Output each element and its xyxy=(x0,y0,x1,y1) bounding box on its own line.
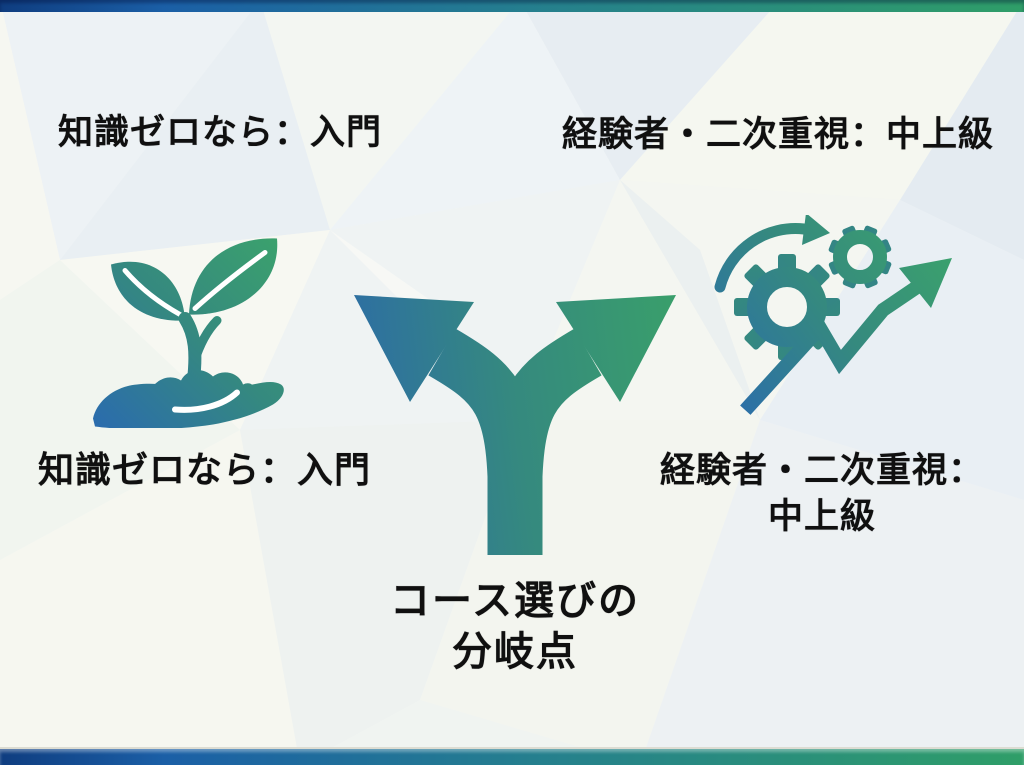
top-left-course-label: 知識ゼロなら：入門 xyxy=(58,113,383,153)
right-course-label-line1: 経験者・二次重視： xyxy=(659,451,984,491)
seedling-in-hand-icon xyxy=(85,222,290,428)
right-course-label: 経験者・二次重視： 中上級 xyxy=(642,448,1002,540)
top-right-course-label: 経験者・二次重視：中上級 xyxy=(562,115,995,155)
slide-title-line1: コース選びの xyxy=(390,578,640,624)
fork-branch-arrow-icon xyxy=(312,272,712,557)
top-accent-bar xyxy=(0,0,1024,12)
small-gear xyxy=(828,225,892,289)
large-gear xyxy=(734,254,840,360)
gears-growth-arrow-icon xyxy=(712,215,967,420)
left-course-label: 知識ゼロなら：入門 xyxy=(38,450,372,491)
slide-title: コース選びの 分岐点 xyxy=(315,576,715,678)
bottom-accent-bar xyxy=(0,747,1024,765)
slide-title-line2: 分岐点 xyxy=(452,629,578,676)
right-course-label-line2: 中上級 xyxy=(767,497,876,538)
